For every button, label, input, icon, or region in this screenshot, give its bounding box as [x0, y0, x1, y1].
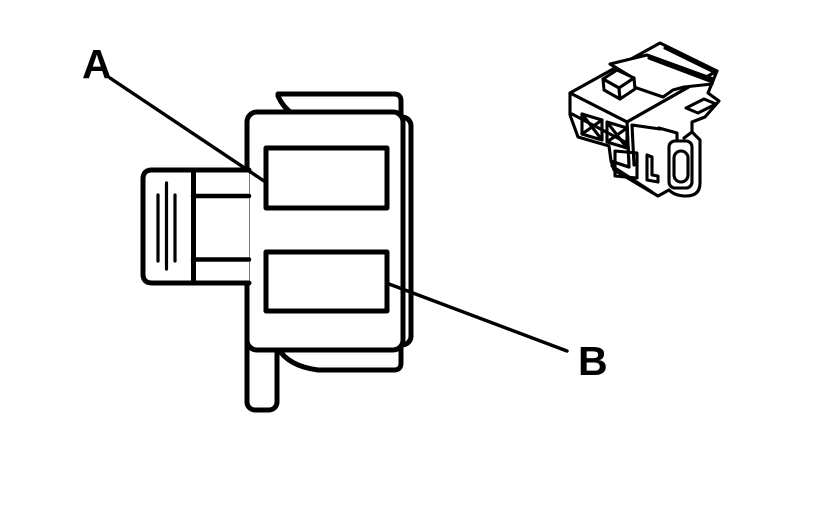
cavity-2-cross: [605, 120, 629, 150]
connector-3d-view: [568, 41, 721, 198]
cavity-1-cross: [580, 112, 604, 142]
right-face-rib: [684, 97, 718, 115]
lid-edge-line: [663, 46, 718, 75]
callout-a-label: A: [82, 41, 112, 87]
wire-end-cap: [140, 167, 252, 286]
connector-side-view: [140, 91, 414, 413]
cavity-2: [605, 120, 629, 150]
callout-b: B: [387, 282, 608, 384]
latch-arm-lines: [657, 126, 694, 143]
callout-b-label: B: [578, 338, 608, 384]
cap-hash-lines: [156, 181, 177, 271]
cavity-1: [580, 112, 604, 142]
latch-slot-outer: [667, 139, 694, 190]
terminal-window-b: [263, 249, 390, 314]
lock-button: [601, 68, 637, 101]
callout-a-leader-line: [108, 76, 266, 183]
bottom-edge-line: [610, 164, 654, 194]
terminal-window-a: [263, 145, 390, 211]
callout-a: A: [82, 41, 266, 183]
lock-ramp-thickness: [647, 56, 712, 83]
latch-slot-inner: [672, 149, 690, 184]
callout-b-leader-line: [387, 282, 569, 353]
lock-tang: [645, 153, 660, 184]
corner-edge-line: [630, 123, 662, 167]
